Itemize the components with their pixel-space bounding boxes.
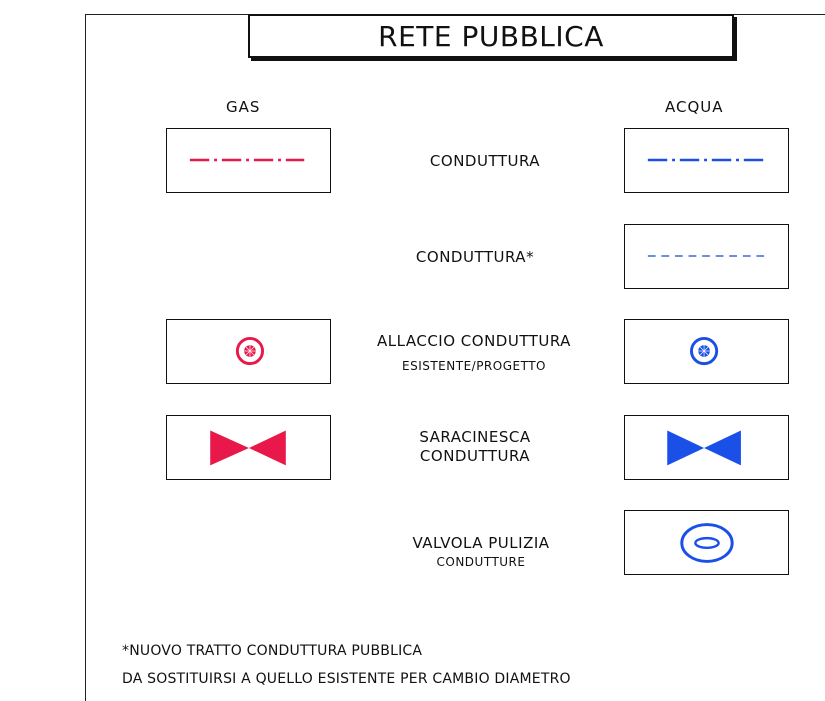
page-title: RETE PUBBLICA xyxy=(248,14,734,58)
water-connection-symbol xyxy=(624,319,789,384)
water-gate-valve-symbol xyxy=(624,415,789,480)
water-bowtie-valve-icon xyxy=(667,430,741,466)
allaccio-sublabel: ESISTENTE/PROGETTO xyxy=(402,359,546,373)
gas-pipe-symbol xyxy=(166,128,331,193)
gas-target-circle-icon xyxy=(235,336,265,366)
column-header-water: ACQUA xyxy=(665,98,724,116)
gas-dash-dot-line-icon xyxy=(189,158,305,162)
frame-left-line xyxy=(85,14,86,701)
water-new-pipe-symbol xyxy=(624,224,789,289)
row-label-conduttura: CONDUTTURA xyxy=(429,152,541,170)
gas-gate-valve-symbol xyxy=(166,415,331,480)
row-label-allaccio: ALLACCIO CONDUTTURA ESISTENTE/PROGETTO xyxy=(354,332,594,376)
footnote-line-1: *NUOVO TRATTO CONDUTTURA PUBBLICA xyxy=(122,643,423,659)
water-dash-dot-line-icon xyxy=(647,158,768,162)
water-pipe-symbol xyxy=(624,128,789,193)
water-dashed-line-icon xyxy=(647,255,768,257)
gas-bowtie-valve-icon xyxy=(210,430,286,466)
valvola-sublabel: CONDUTTURE xyxy=(436,555,526,569)
water-target-circle-icon xyxy=(690,336,719,366)
row-label-saracinesca: SARACINESCA CONDUTTURA xyxy=(355,428,595,466)
column-header-gas: GAS xyxy=(226,98,261,116)
water-cleaning-valve-symbol xyxy=(624,510,789,575)
row-label-valvola: VALVOLA PULIZIA CONDUTTURE xyxy=(361,534,601,572)
water-eye-valve-icon xyxy=(680,523,734,563)
allaccio-label: ALLACCIO CONDUTTURA xyxy=(377,332,571,350)
gas-connection-symbol xyxy=(166,319,331,384)
row-label-conduttura-new: CONDUTTURA* xyxy=(415,248,535,266)
saracinesca-label: SARACINESCA xyxy=(419,428,531,446)
valvola-label: VALVOLA PULIZIA xyxy=(412,534,550,552)
footnote-line-2: DA SOSTITUIRSI A QUELLO ESISTENTE PER CA… xyxy=(122,671,571,687)
title-text: RETE PUBBLICA xyxy=(378,19,604,53)
saracinesca-label-line2: CONDUTTURA xyxy=(419,447,531,465)
